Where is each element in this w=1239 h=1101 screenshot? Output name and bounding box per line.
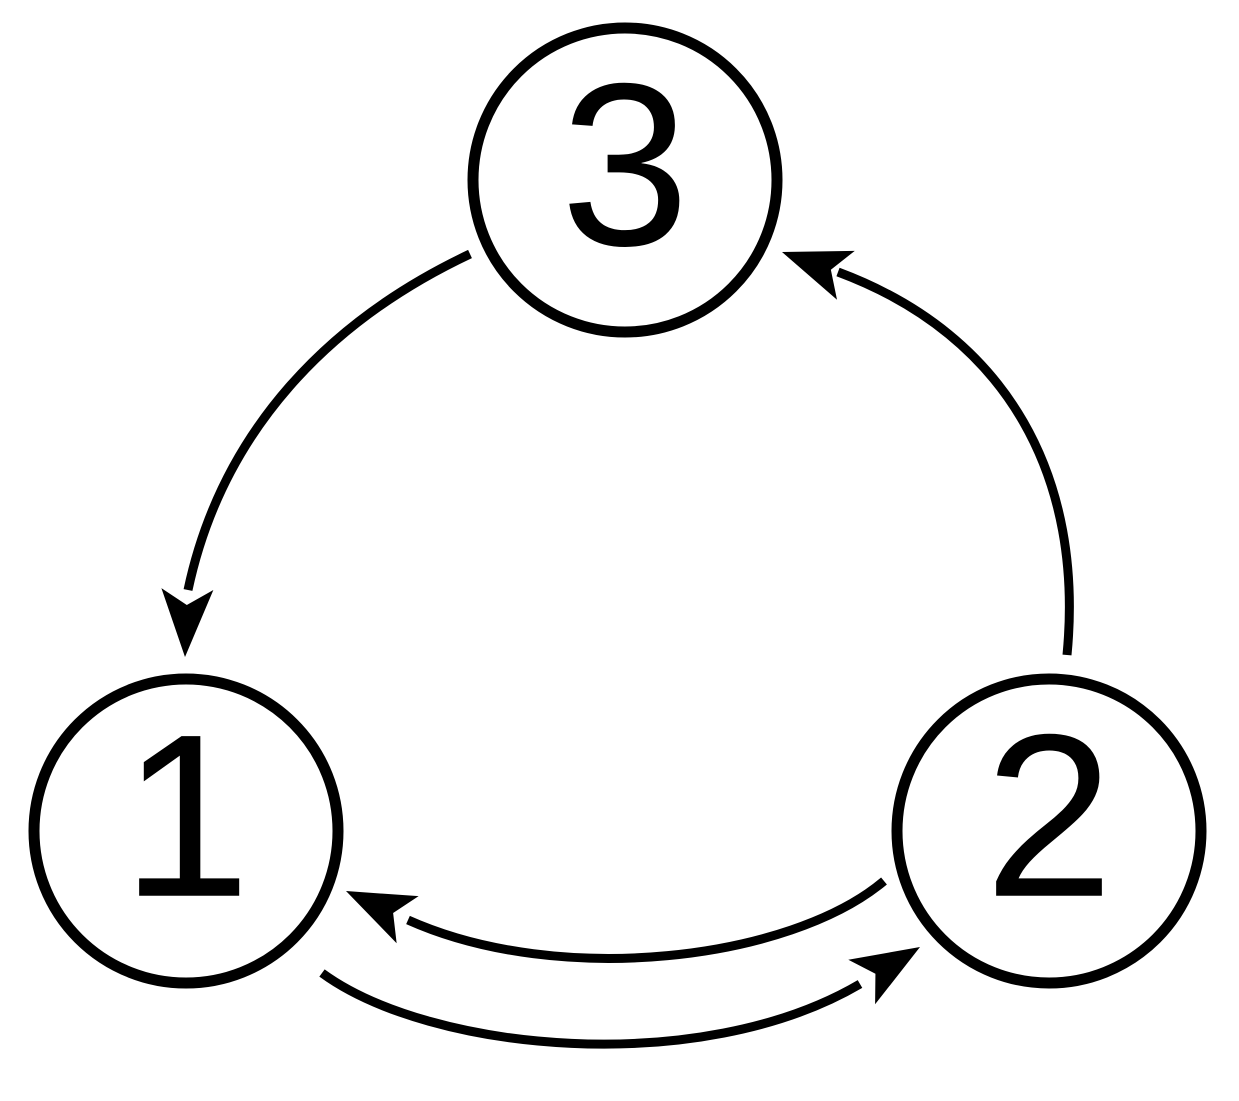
edge-3-to-1-arrowhead bbox=[161, 588, 214, 657]
edge-2-to-1[interactable] bbox=[346, 877, 887, 963]
node-2-circle bbox=[891, 673, 1207, 989]
edge-1-to-2[interactable] bbox=[319, 947, 920, 1049]
nodes-layer: 1 2 3 bbox=[28, 22, 1207, 989]
edge-1-to-2-path bbox=[319, 969, 863, 1049]
node-1-circle bbox=[28, 673, 344, 989]
edges-layer bbox=[161, 249, 1074, 1049]
edge-2-to-1-path bbox=[406, 877, 887, 963]
edge-2-to-3[interactable] bbox=[782, 250, 1074, 656]
edge-3-to-1-path bbox=[183, 249, 472, 591]
edge-2-to-3-arrowhead bbox=[782, 250, 855, 300]
node-2-label: 2 bbox=[984, 687, 1113, 946]
node-3-label: 3 bbox=[560, 36, 689, 295]
edge-2-to-1-arrowhead bbox=[346, 891, 419, 944]
node-1[interactable]: 1 bbox=[28, 673, 344, 989]
node-1-label: 1 bbox=[121, 687, 250, 946]
edge-1-to-2-arrowhead bbox=[848, 947, 920, 1005]
node-3-circle bbox=[467, 22, 783, 338]
node-2[interactable]: 2 bbox=[891, 673, 1207, 989]
edge-2-to-3-path bbox=[836, 267, 1074, 656]
node-3[interactable]: 3 bbox=[467, 22, 783, 338]
edge-3-to-1[interactable] bbox=[161, 249, 472, 657]
